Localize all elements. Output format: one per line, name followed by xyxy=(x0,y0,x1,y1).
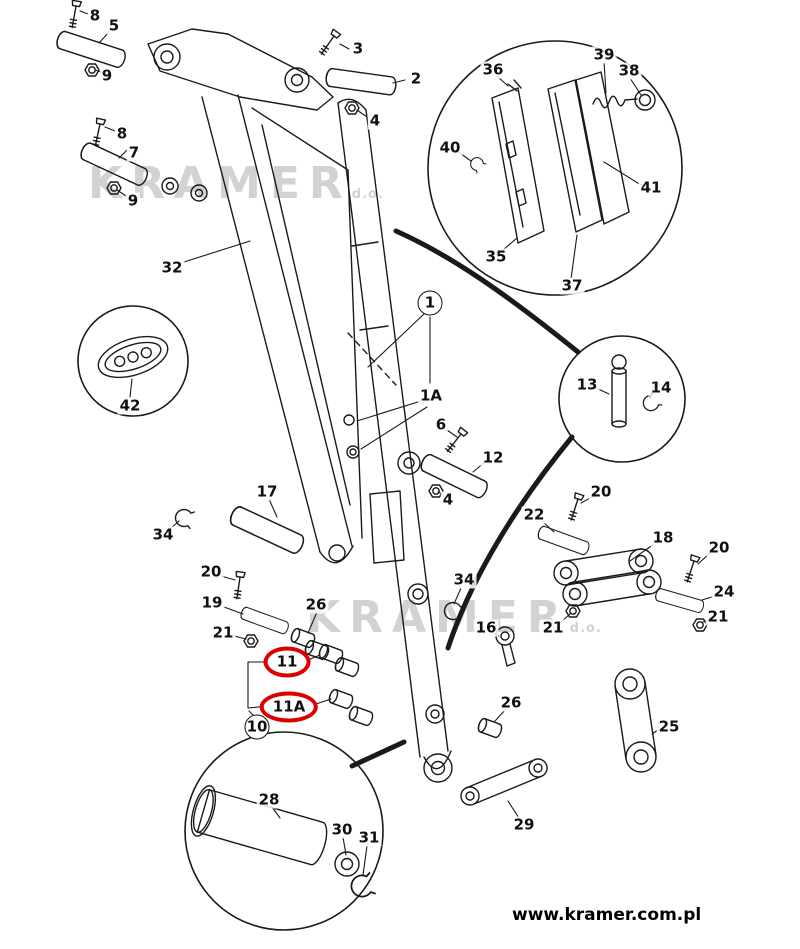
wear-pad-37 xyxy=(547,79,603,233)
part-label-22: 22 xyxy=(521,505,547,524)
link-25 xyxy=(614,668,657,773)
part-label-40: 40 xyxy=(437,138,463,157)
part-label-18: 18 xyxy=(650,528,676,547)
detail-circle-wear-pads xyxy=(427,40,683,296)
wear-pad-35 xyxy=(491,87,545,244)
part-label-20-right-top: 20 xyxy=(588,482,614,501)
part-label-1a: 1A xyxy=(417,386,445,405)
part-label-12: 12 xyxy=(480,448,506,467)
part-label-34-left: 34 xyxy=(150,525,176,544)
grommet-42 xyxy=(97,335,169,379)
part-label-11a: 11A xyxy=(259,691,319,723)
detail-circle-lynch-pin xyxy=(558,335,686,463)
part-label-4-top: 4 xyxy=(367,111,383,130)
part-label-14: 14 xyxy=(648,378,674,397)
detail-circle-pivot-pin xyxy=(184,731,384,931)
part-label-5: 5 xyxy=(106,16,122,35)
part-label-31: 31 xyxy=(356,828,382,847)
part-label-6: 6 xyxy=(433,415,449,434)
part-label-39: 39 xyxy=(591,45,617,64)
part-label-8-mid: 8 xyxy=(114,124,130,143)
wear-rail-41 xyxy=(575,71,630,225)
part-label-26-bottom: 26 xyxy=(498,693,524,712)
part-label-24: 24 xyxy=(711,582,737,601)
part-label-21-mid: 21 xyxy=(540,618,566,637)
boom-arm xyxy=(147,28,363,564)
part-label-38: 38 xyxy=(616,61,642,80)
part-label-36: 36 xyxy=(480,60,506,79)
part-label-3: 3 xyxy=(350,39,366,58)
part-label-1: 1 xyxy=(417,290,443,316)
part-label-35: 35 xyxy=(483,247,509,266)
part-label-30: 30 xyxy=(329,820,355,839)
thick-leader-bottom xyxy=(349,739,407,769)
part-label-41: 41 xyxy=(638,178,664,197)
washer-nut-1a xyxy=(343,414,360,459)
dipper-arm xyxy=(337,98,453,783)
part-label-28: 28 xyxy=(256,790,282,809)
part-label-32: 32 xyxy=(159,258,185,277)
part-label-37: 37 xyxy=(559,276,585,295)
pivot-pin-28 xyxy=(190,785,328,866)
plate-29 xyxy=(460,758,548,806)
part-label-21-right: 21 xyxy=(705,607,731,626)
part-label-26-top: 26 xyxy=(303,595,329,614)
part-label-19: 19 xyxy=(199,593,225,612)
part-label-13: 13 xyxy=(574,375,600,394)
part-label-4-mid: 4 xyxy=(440,490,456,509)
part-label-9-top: 9 xyxy=(99,66,115,85)
part-label-29: 29 xyxy=(511,815,537,834)
linkage-18 xyxy=(553,548,662,607)
part-label-8-top: 8 xyxy=(87,6,103,25)
dashed-leader-1 xyxy=(347,332,397,386)
detail-circle-grommet xyxy=(77,305,189,417)
washer-30 xyxy=(334,851,360,877)
part-label-20-left: 20 xyxy=(198,562,224,581)
part-label-2: 2 xyxy=(408,69,424,88)
part-label-10: 10 xyxy=(244,714,270,740)
thick-leader-mid xyxy=(445,434,575,651)
part-label-11: 11 xyxy=(263,646,311,678)
lynch-pin-13 xyxy=(611,354,627,428)
part-label-34-mid: 34 xyxy=(451,570,477,589)
website-url: www.kramer.com.pl xyxy=(512,905,702,925)
clip-36 xyxy=(507,79,522,92)
part-label-16: 16 xyxy=(473,618,499,637)
part-label-21-left: 21 xyxy=(210,623,236,642)
leader-lines xyxy=(79,10,716,876)
part-label-20-right: 20 xyxy=(706,538,732,557)
part-label-25: 25 xyxy=(656,717,682,736)
thick-leader-top xyxy=(393,228,581,355)
part-label-9-mid: 9 xyxy=(125,191,141,210)
part-label-7: 7 xyxy=(126,143,142,162)
part-label-17: 17 xyxy=(254,482,280,501)
spring-bolt-38-39 xyxy=(592,89,656,111)
part-label-42: 42 xyxy=(117,396,143,415)
